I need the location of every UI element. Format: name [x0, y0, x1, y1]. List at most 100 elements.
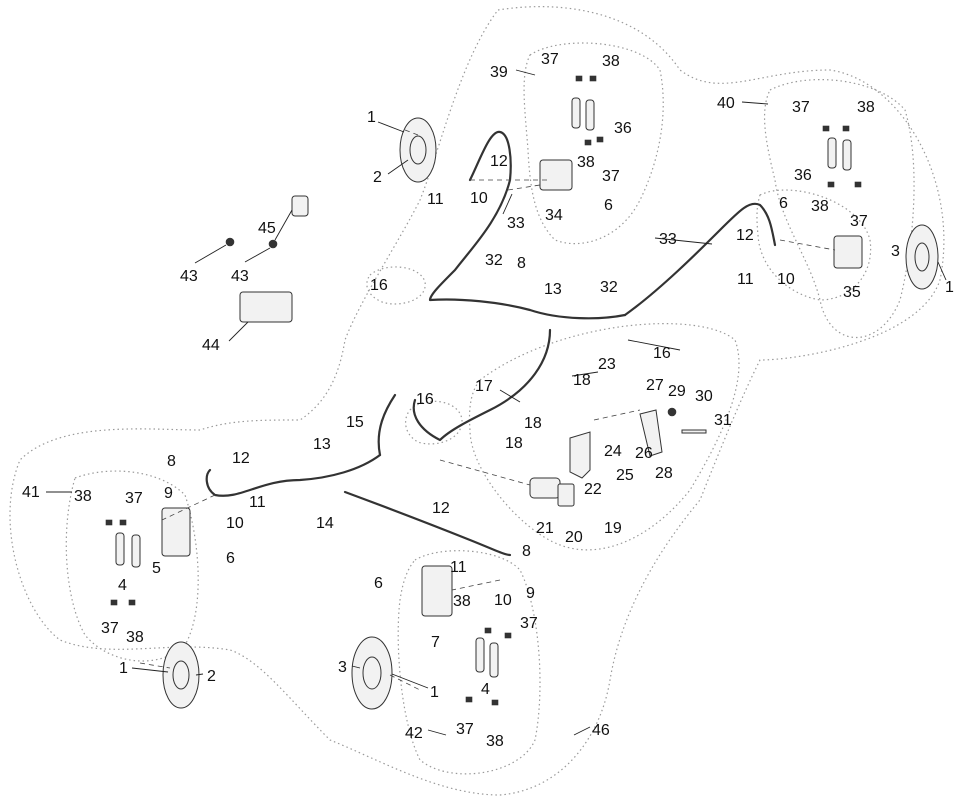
nut-43b	[268, 239, 278, 249]
master-cylinder	[529, 477, 561, 499]
callout-18: 18	[524, 415, 542, 432]
callout-12: 12	[490, 153, 508, 170]
group-39-outline	[523, 42, 664, 245]
clip	[119, 519, 127, 526]
callout-18: 18	[505, 435, 523, 452]
callout-11: 11	[450, 559, 467, 576]
brake-lines	[205, 130, 777, 557]
callout-24: 24	[604, 443, 622, 460]
disc-hub	[362, 656, 382, 690]
leader	[391, 673, 429, 689]
leader	[228, 321, 249, 342]
line-front-left	[428, 130, 627, 320]
leader	[502, 193, 513, 215]
group-33b-outline	[756, 189, 872, 301]
callout-38: 38	[486, 733, 504, 750]
callout-1: 1	[945, 279, 954, 296]
line-rear-right	[343, 490, 512, 557]
clip	[589, 75, 597, 82]
clip	[822, 125, 830, 132]
callout-4: 4	[481, 681, 490, 698]
callout-11: 11	[427, 191, 444, 208]
callout-43: 43	[231, 268, 249, 285]
clip	[854, 181, 862, 188]
callout-6: 6	[374, 575, 383, 592]
group-outlines	[9, 6, 945, 796]
leader	[515, 69, 536, 76]
brake-discs	[162, 117, 939, 710]
clip	[491, 699, 499, 706]
electronics	[225, 195, 309, 323]
disc-hub	[914, 242, 930, 272]
callout-32: 32	[485, 252, 503, 269]
callout-1: 1	[119, 660, 128, 677]
callout-38: 38	[857, 99, 875, 116]
callout-1: 1	[367, 109, 376, 126]
callout-6: 6	[779, 195, 788, 212]
callout-12: 12	[736, 227, 754, 244]
clip	[584, 139, 592, 146]
pad-36b-1	[827, 137, 837, 169]
callout-23: 23	[598, 356, 616, 373]
callout-32: 32	[600, 279, 618, 296]
callout-33: 33	[507, 215, 525, 232]
callout-20: 20	[565, 529, 583, 546]
leader	[741, 101, 769, 105]
callout-37: 37	[101, 620, 119, 637]
caliper-7	[421, 565, 453, 617]
pad-4b-1	[475, 637, 485, 673]
callout-16: 16	[416, 391, 434, 408]
nut-43a	[225, 237, 235, 247]
callout-10: 10	[470, 190, 488, 207]
spring-29	[667, 407, 677, 417]
group-46-outline	[9, 6, 945, 796]
callout-44: 44	[202, 337, 220, 354]
caliper-34	[539, 159, 573, 191]
calipers	[161, 159, 863, 617]
pad-36b-2	[842, 139, 852, 171]
dash	[161, 494, 216, 521]
callout-26: 26	[635, 445, 653, 462]
group-41-outline	[65, 470, 199, 662]
dash	[404, 129, 419, 136]
disc-hub	[409, 135, 427, 165]
pad-36a-2	[585, 99, 595, 131]
dash	[593, 409, 641, 421]
callout-1: 1	[430, 684, 439, 701]
clip	[504, 632, 512, 639]
callout-46: 46	[592, 722, 610, 739]
callout-3: 3	[338, 659, 347, 676]
callout-labels: 1 2 1 2 1 3 1 3 4 5 6 4 7 6 6 6 8 9 10 1…	[22, 51, 954, 750]
callout-37: 37	[850, 213, 868, 230]
leader	[244, 247, 271, 263]
leader	[274, 209, 293, 241]
callout-36: 36	[614, 120, 632, 137]
callout-16: 16	[653, 345, 671, 362]
callout-27: 27	[646, 377, 664, 394]
assembly-lines	[139, 129, 836, 691]
callout-45: 45	[258, 220, 276, 237]
clip	[827, 181, 835, 188]
leader	[573, 726, 591, 736]
callout-34: 34	[545, 207, 563, 224]
callout-9: 9	[164, 485, 173, 502]
callout-37: 37	[125, 490, 143, 507]
dash	[507, 184, 541, 191]
callout-38: 38	[74, 488, 92, 505]
callout-5: 5	[152, 560, 161, 577]
callout-22: 22	[584, 481, 602, 498]
disc-rear-left	[162, 641, 200, 709]
callout-10: 10	[494, 592, 512, 609]
pad-36a-1	[571, 97, 581, 129]
leader	[377, 121, 405, 133]
clip	[596, 136, 604, 143]
clip	[105, 519, 113, 526]
line-15	[377, 393, 397, 457]
callout-43: 43	[180, 268, 198, 285]
line-rear	[205, 453, 382, 497]
leader	[571, 371, 599, 377]
callout-8: 8	[167, 453, 176, 470]
clip	[110, 599, 118, 606]
